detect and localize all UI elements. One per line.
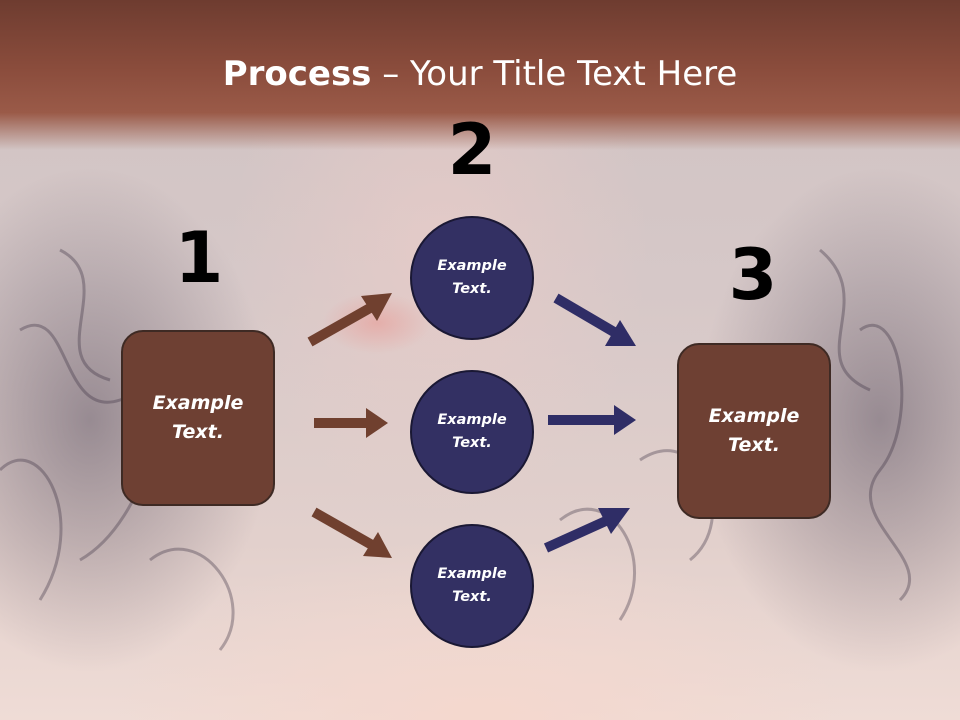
arrow-left-to-middle	[314, 408, 388, 438]
left-box: Example Text.	[121, 330, 275, 506]
circle-middle-label: Example Text.	[437, 412, 507, 451]
arrow-bottom-to-right	[543, 508, 630, 553]
arrow-left-to-bottom	[311, 507, 392, 558]
slide-title: Process – Your Title Text Here	[0, 52, 960, 96]
arrow-middle-to-right	[548, 405, 636, 435]
step-number-1: 1	[174, 217, 224, 299]
title-rest: – Your Title Text Here	[371, 54, 738, 94]
header-band	[0, 0, 960, 150]
left-box-label: Example Text.	[152, 392, 244, 443]
circle-top-label: Example Text.	[437, 258, 507, 297]
circle-bottom: Example Text.	[410, 524, 534, 648]
step-number-3: 3	[728, 234, 778, 316]
circle-top: Example Text.	[410, 216, 534, 340]
step-number-2: 2	[447, 109, 497, 191]
right-box: Example Text.	[677, 343, 831, 519]
right-box-label: Example Text.	[708, 405, 800, 456]
title-bold: Process	[222, 54, 372, 94]
arrow-left-to-top	[307, 293, 392, 347]
circle-middle: Example Text.	[410, 370, 534, 494]
circle-bottom-label: Example Text.	[437, 566, 507, 605]
arrow-top-to-right	[553, 293, 636, 346]
